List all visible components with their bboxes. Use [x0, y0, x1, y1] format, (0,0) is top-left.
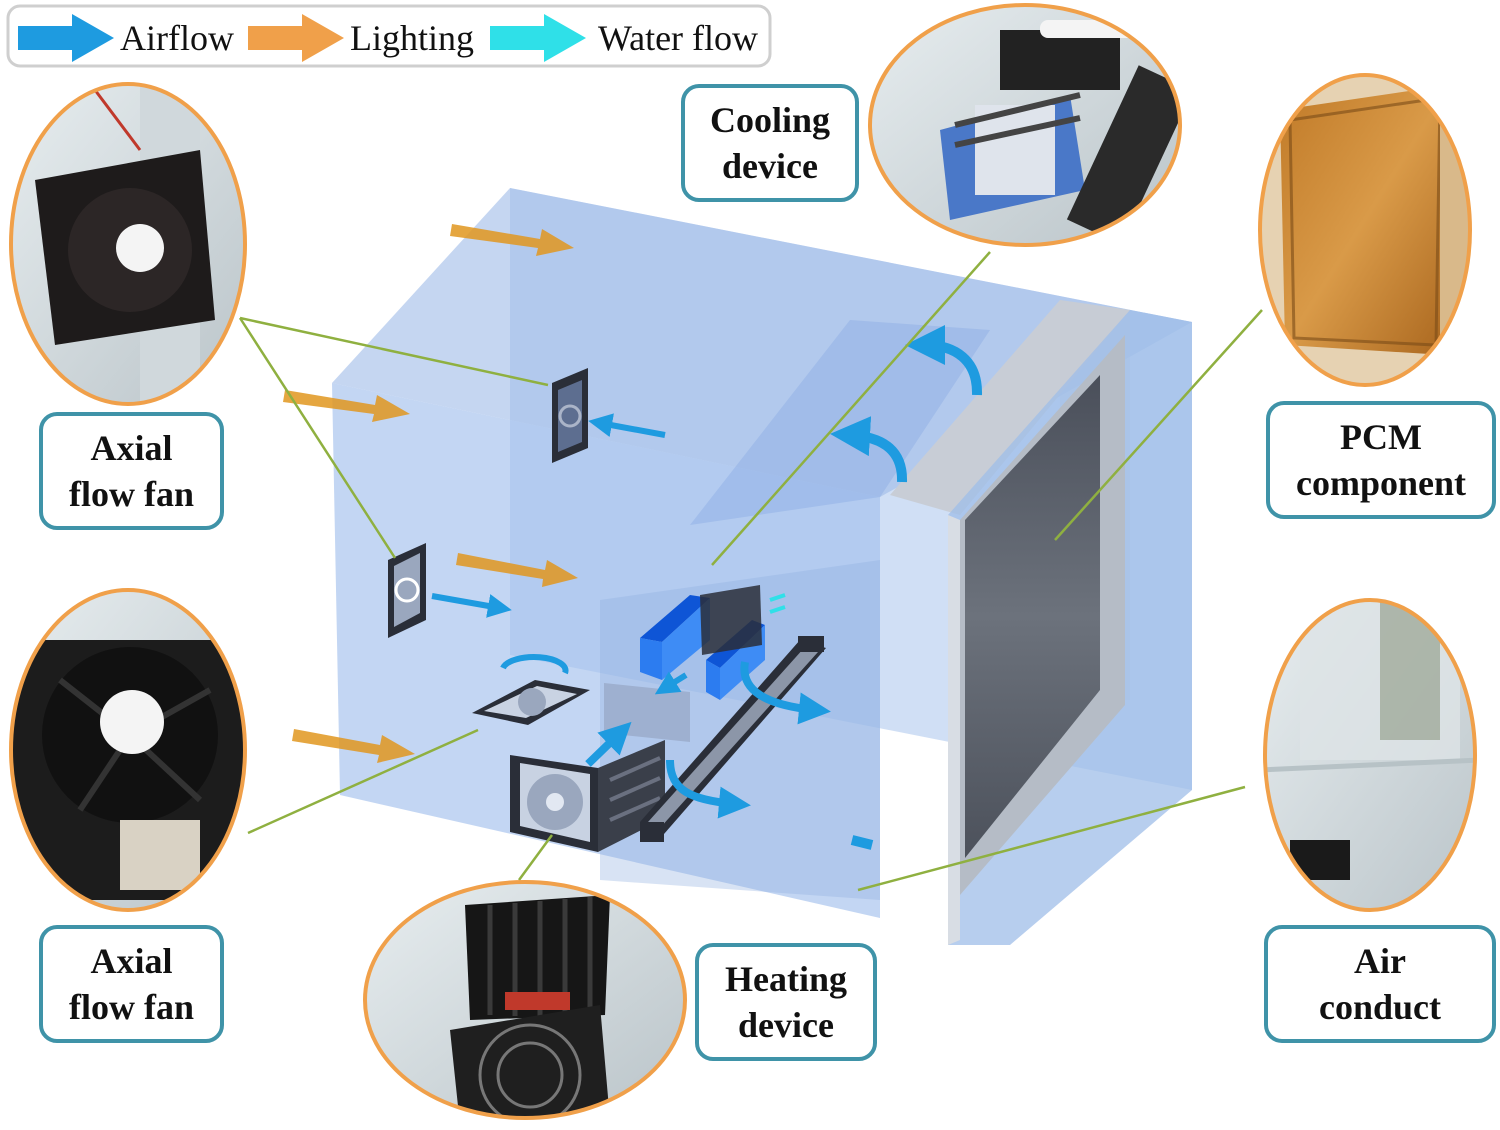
chamber-3d-model: [332, 188, 1192, 945]
cooling-device-label: Cooling device: [681, 84, 859, 202]
heating-device-label-line2: device: [738, 1005, 834, 1045]
wall-fan-upper: [552, 368, 588, 463]
heating-device-label-line1: Heating: [725, 959, 847, 999]
pcm-component-photo: [1258, 73, 1472, 387]
internal-fan: [472, 653, 590, 725]
light-tube: [640, 636, 826, 842]
air-conduct-label: Air conduct: [1264, 925, 1496, 1043]
lighting-arrow-icon: [283, 390, 410, 422]
legend-airflow-label: Airflow: [120, 18, 234, 58]
cooling-device-model: [640, 585, 786, 700]
axial-fan-bottom-label-line1: Axial: [90, 941, 173, 981]
airflow-arrow-icon: [740, 661, 831, 725]
axial-fan-bottom-photo: [9, 588, 247, 912]
axial-fan-top-photo: [9, 82, 247, 406]
air-conduct-label-line1: Air: [1354, 941, 1406, 981]
axial-fan-top-label-line1: Axial: [90, 428, 173, 468]
lighting-legend-arrow-icon: [248, 14, 344, 62]
pcm-component-label: PCM component: [1266, 401, 1496, 519]
airflow-arrow-icon: [850, 835, 874, 850]
legend-lighting-label: Lighting: [350, 18, 474, 58]
lighting-arrow-icon: [456, 553, 578, 587]
wall-fan-lower: [388, 543, 426, 638]
lighting-arrows: [283, 224, 578, 763]
airflow-arrow-icon: [905, 325, 983, 396]
airflow-arrow-icon: [431, 593, 512, 618]
cooling-device-label-line2: device: [722, 146, 818, 186]
airflow-legend-arrow-icon: [18, 14, 114, 62]
air-conduct-label-line2: conduct: [1318, 987, 1441, 1027]
airflow-arrow-icon: [830, 416, 908, 483]
axial-fan-bottom-label-line2: flow fan: [69, 987, 194, 1027]
pcm-panel: [965, 375, 1100, 858]
air-conduct-photo: [1263, 598, 1477, 912]
airflow-arrow-icon: [654, 671, 688, 695]
heating-device-label: Heating device: [695, 943, 877, 1061]
pcm-component-label-line1: PCM: [1340, 417, 1422, 457]
airflow-arrows: [431, 325, 983, 850]
lighting-arrow-icon: [450, 224, 574, 256]
legend-water-flow-label: Water flow: [598, 18, 758, 58]
leader-lines: [238, 251, 1263, 892]
pcm-frame-top: [890, 300, 1130, 515]
airflow-arrow-icon: [666, 759, 751, 819]
cooling-device-label-line1: Cooling: [709, 100, 831, 140]
axial-fan-top-label: Axial flow fan: [39, 412, 224, 530]
airflow-arrow-icon: [588, 413, 666, 438]
heating-device-photo: [363, 880, 687, 1120]
water-flow-legend-arrow-icon: [490, 14, 586, 62]
airflow-arrow-icon: [585, 721, 632, 767]
axial-fan-top-label-line2: flow fan: [69, 474, 194, 514]
pcm-component-label-line2: component: [1296, 463, 1466, 503]
lighting-arrow-icon: [292, 729, 415, 763]
legend: Airflow Lighting Water flow: [6, 4, 772, 68]
cooling-device-photo: [868, 3, 1182, 247]
axial-fan-bottom-label: Axial flow fan: [39, 925, 224, 1043]
